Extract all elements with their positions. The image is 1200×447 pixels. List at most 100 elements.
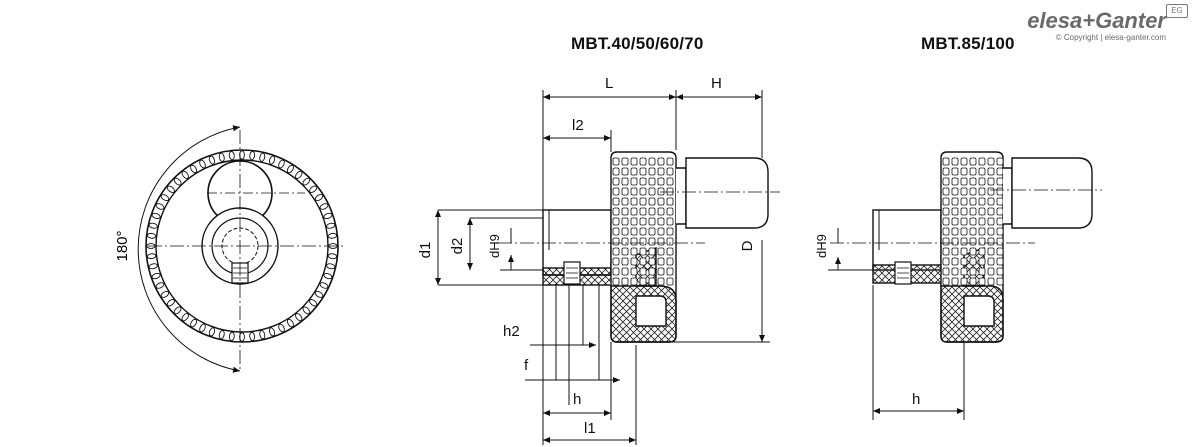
knurl-bump bbox=[249, 150, 256, 161]
knurl-cell bbox=[666, 267, 674, 276]
knurl-bump bbox=[166, 185, 175, 193]
knurl-cell bbox=[612, 257, 620, 266]
knurl-cell bbox=[621, 177, 629, 186]
knurl-cell bbox=[942, 227, 950, 236]
knurl-cell bbox=[969, 207, 977, 216]
knurl-cell bbox=[951, 257, 959, 266]
knurl-bump bbox=[323, 272, 333, 280]
knurl-cell bbox=[942, 157, 950, 166]
knurl-cell bbox=[648, 237, 656, 246]
knurl-bump bbox=[208, 155, 216, 165]
knurl-cell bbox=[621, 187, 629, 196]
knurl-cell bbox=[639, 157, 647, 166]
rotation-arc bbox=[137, 125, 241, 373]
knurl-cell bbox=[960, 187, 968, 196]
knurl-cell bbox=[666, 227, 674, 236]
knurl-bump bbox=[278, 323, 285, 333]
knurl-cell bbox=[960, 277, 968, 286]
knurl-bump bbox=[148, 222, 158, 229]
knurl-cell bbox=[969, 197, 977, 206]
brand-copyright: © Copyright | elesa-ganter.com bbox=[1055, 33, 1166, 42]
knurl-cell bbox=[951, 237, 959, 246]
knurl-bump bbox=[199, 323, 206, 333]
knurl-cell bbox=[996, 167, 1004, 176]
front-view bbox=[137, 125, 346, 373]
knurl-cell bbox=[942, 197, 950, 206]
right-knurl-grid bbox=[942, 157, 1004, 286]
knurl-cell bbox=[978, 207, 986, 216]
knurl-cell bbox=[648, 177, 656, 186]
knurl-bump bbox=[181, 170, 189, 179]
knurl-cell bbox=[612, 227, 620, 236]
right-hub-body bbox=[872, 209, 942, 271]
knurl-cell bbox=[666, 217, 674, 226]
knurl-cell bbox=[960, 257, 968, 266]
knurl-bump bbox=[155, 282, 165, 289]
knurl-cell bbox=[987, 207, 995, 216]
knurl-cell bbox=[666, 157, 674, 166]
knurl-cell bbox=[951, 277, 959, 286]
knurl-cell bbox=[942, 257, 950, 266]
knurl-cell bbox=[987, 247, 995, 256]
knurl-cell bbox=[951, 247, 959, 256]
knurl-cell bbox=[621, 167, 629, 176]
knurl-cell bbox=[987, 167, 995, 176]
knurl-cell bbox=[657, 237, 665, 246]
knurl-cell bbox=[969, 167, 977, 176]
knurl-bump bbox=[323, 212, 333, 220]
knurl-cell bbox=[612, 247, 620, 256]
knurl-cell bbox=[648, 157, 656, 166]
knurl-cell bbox=[951, 177, 959, 186]
knurl-cell bbox=[996, 197, 1004, 206]
knurl-bump bbox=[218, 152, 225, 162]
knurl-cell bbox=[612, 217, 620, 226]
knurl-cell bbox=[666, 257, 674, 266]
label-dH9: dH9 bbox=[487, 234, 502, 258]
knurl-cell bbox=[960, 217, 968, 226]
knurl-cell bbox=[657, 197, 665, 206]
knurl-cell bbox=[630, 257, 638, 266]
knurl-cell bbox=[996, 277, 1004, 286]
front-knurl-ring bbox=[146, 150, 338, 342]
knurl-cell bbox=[978, 157, 986, 166]
knurl-bump bbox=[314, 194, 324, 202]
knurl-bump bbox=[278, 159, 285, 169]
knurl-cell bbox=[621, 267, 629, 276]
knurl-bump bbox=[228, 150, 235, 161]
knurl-cell bbox=[612, 167, 620, 176]
knurl-cell bbox=[996, 177, 1004, 186]
knurl-cell bbox=[996, 247, 1004, 256]
knurl-cell bbox=[951, 167, 959, 176]
knurl-cell bbox=[951, 157, 959, 166]
knurl-cell bbox=[960, 167, 968, 176]
knurl-cell bbox=[630, 227, 638, 236]
label-d2: d2 bbox=[449, 238, 466, 255]
knurl-cell bbox=[630, 177, 638, 186]
knurl-cell bbox=[942, 217, 950, 226]
knurl-cell bbox=[960, 227, 968, 236]
knurl-cell bbox=[648, 217, 656, 226]
knurl-cell bbox=[657, 247, 665, 256]
knurl-cell bbox=[621, 257, 629, 266]
knurl-cell bbox=[978, 217, 986, 226]
knurl-cell bbox=[657, 177, 665, 186]
knurl-bump bbox=[218, 330, 225, 340]
knurl-bump bbox=[327, 232, 338, 239]
knurl-cell bbox=[978, 197, 986, 206]
knurl-cell bbox=[951, 217, 959, 226]
knurl-cell bbox=[630, 217, 638, 226]
knurl-cell bbox=[639, 167, 647, 176]
knurl-cell bbox=[666, 277, 674, 286]
brand-logo: elesa+Ganter © Copyright | elesa-ganter.… bbox=[1027, 10, 1166, 43]
knurl-cell bbox=[639, 247, 647, 256]
left-dimensions bbox=[435, 90, 770, 445]
knurl-bump bbox=[160, 194, 170, 202]
knurl-cell bbox=[960, 237, 968, 246]
knurl-bump bbox=[160, 290, 170, 298]
title-right-model: MBT.85/100 bbox=[921, 34, 1015, 53]
knurl-bump bbox=[228, 331, 235, 342]
right-handle bbox=[1011, 157, 1093, 229]
knurl-cell bbox=[648, 187, 656, 196]
knurl-cell bbox=[969, 217, 977, 226]
